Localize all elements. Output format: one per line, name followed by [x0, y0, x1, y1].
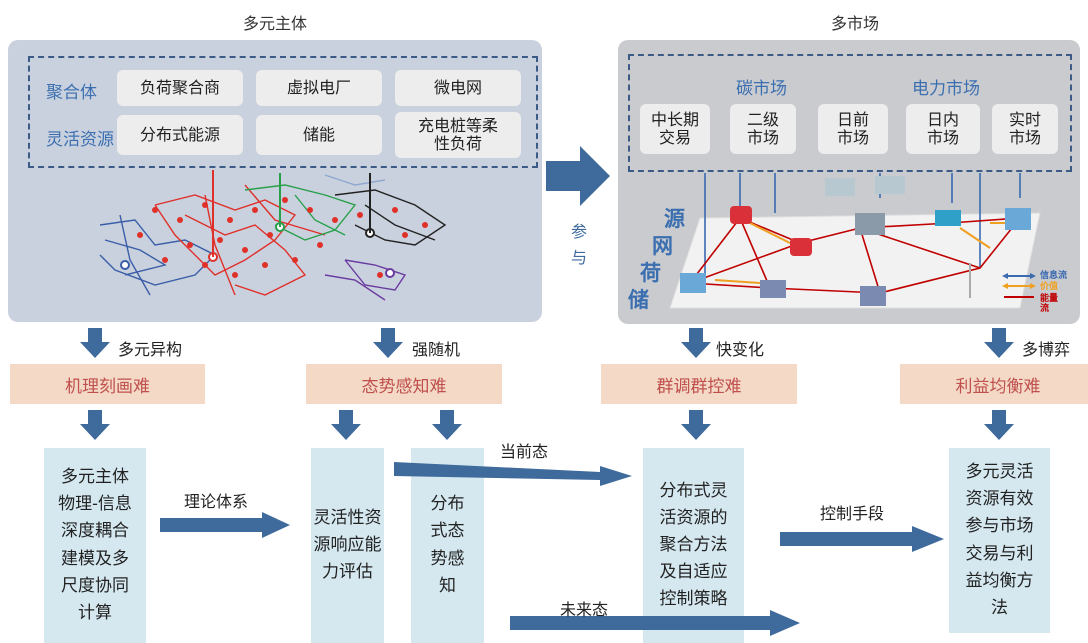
legend-symbols	[1002, 273, 1036, 298]
legend-info-flow: 信息流	[1040, 271, 1068, 281]
box-capability-assessment: 灵活性资源响应能力评估	[311, 448, 384, 643]
arrow-label-multi-game: 多博弈	[1022, 340, 1071, 359]
actors-dashed-box	[28, 56, 538, 168]
market-long-term: 中长期交易	[640, 104, 710, 154]
participate-char-2: 与	[571, 248, 588, 267]
market-secondary: 二级市场	[730, 104, 796, 154]
carbon-market-label: 碳市场	[736, 79, 787, 99]
side-char-source: 源	[664, 207, 685, 231]
markets-dashed-box	[628, 54, 1072, 172]
box-modeling: 多元主体物理-信息深度耦合建模及多尺度协同计算	[44, 448, 146, 643]
down-arrows-row2	[80, 410, 1014, 440]
down-arrows-row1	[80, 328, 1014, 358]
arrow-label-heterogeneous: 多元异构	[118, 340, 183, 359]
legend-energy-flow: 能量流	[1040, 294, 1059, 314]
arrow-label-fast-change: 快变化	[716, 340, 765, 359]
market-real-time: 实时市场	[992, 104, 1058, 154]
challenge-mechanism: 机理刻画难	[10, 364, 205, 404]
market-day-ahead: 日前市场	[818, 104, 888, 154]
chip-charging-piles: 充电桩等柔性负荷	[395, 112, 521, 158]
flow-label-current: 当前态	[500, 442, 549, 461]
left-section-title: 多元主体	[242, 14, 307, 33]
market-intraday: 日内市场	[906, 104, 980, 154]
row-label-aggregator: 聚合体	[46, 83, 97, 103]
right-section-title: 多市场	[830, 14, 879, 33]
side-char-load: 荷	[640, 261, 661, 285]
grid-network-illustration	[669, 173, 1041, 309]
arrow-label-random: 强随机	[412, 340, 461, 359]
chip-distributed-energy: 分布式能源	[117, 115, 243, 155]
side-char-storage: 储	[628, 288, 649, 312]
flow-label-future: 未来态	[560, 600, 609, 619]
chip-microgrid: 微电网	[395, 70, 521, 106]
side-char-grid: 网	[652, 234, 673, 258]
box-aggregation-control: 分布式灵活资源的聚合方法及自适应控制策略	[643, 448, 744, 643]
row-label-flexible: 灵活资源	[46, 130, 114, 150]
challenge-benefit-balance: 利益均衡难	[900, 364, 1088, 404]
flow-arrows	[160, 462, 944, 636]
box-situation-awareness: 分布式态势感知	[411, 448, 484, 643]
participate-arrow	[546, 146, 610, 206]
box-market-balance: 多元灵活资源有效参与市场交易与利益均衡方法	[949, 448, 1050, 633]
power-market-label: 电力市场	[912, 79, 980, 99]
challenge-group-control: 群调群控难	[601, 364, 797, 404]
chip-virtual-plant: 虚拟电厂	[256, 70, 382, 106]
distribution-network-map	[99, 170, 447, 301]
flow-label-control: 控制手段	[820, 504, 885, 523]
legend-value-flow: 价值	[1040, 282, 1059, 292]
flow-label-theory: 理论体系	[184, 492, 249, 511]
chip-storage: 储能	[256, 115, 382, 155]
challenge-awareness: 态势感知难	[306, 364, 502, 404]
chip-load-aggregator: 负荷聚合商	[117, 70, 243, 106]
participate-char-1: 参	[571, 222, 588, 241]
